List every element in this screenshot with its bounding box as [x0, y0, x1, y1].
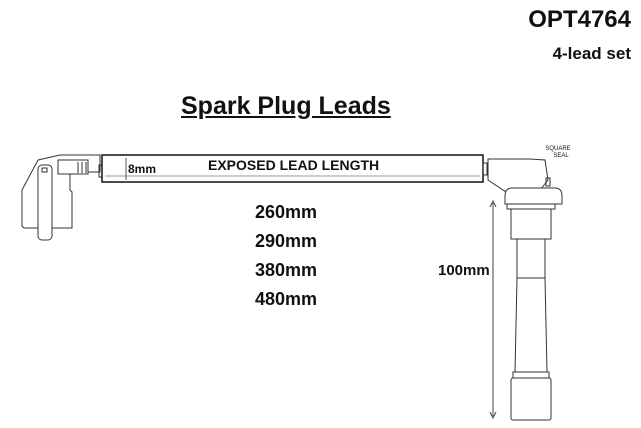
length-option: 380mm: [255, 260, 318, 280]
seal-label-2: SEAL: [553, 153, 569, 159]
product-code: OPT4764: [528, 6, 631, 33]
page-title: Spark Plug Leads: [181, 92, 391, 120]
lead-label: EXPOSED LEAD LENGTH: [208, 157, 379, 173]
right-boot: [482, 158, 563, 421]
length-dimension: [489, 199, 497, 420]
lead-cable: [101, 154, 484, 183]
boot-length-label: 100mm: [438, 262, 490, 279]
diameter-label: 8mm: [128, 162, 156, 176]
set-description: 4-lead set: [552, 44, 631, 63]
seal-label-1: SQUARE: [545, 146, 570, 152]
left-boot: [21, 154, 104, 241]
length-option: 290mm: [255, 231, 318, 251]
length-option: 480mm: [255, 289, 318, 309]
length-option: 260mm: [255, 202, 318, 222]
